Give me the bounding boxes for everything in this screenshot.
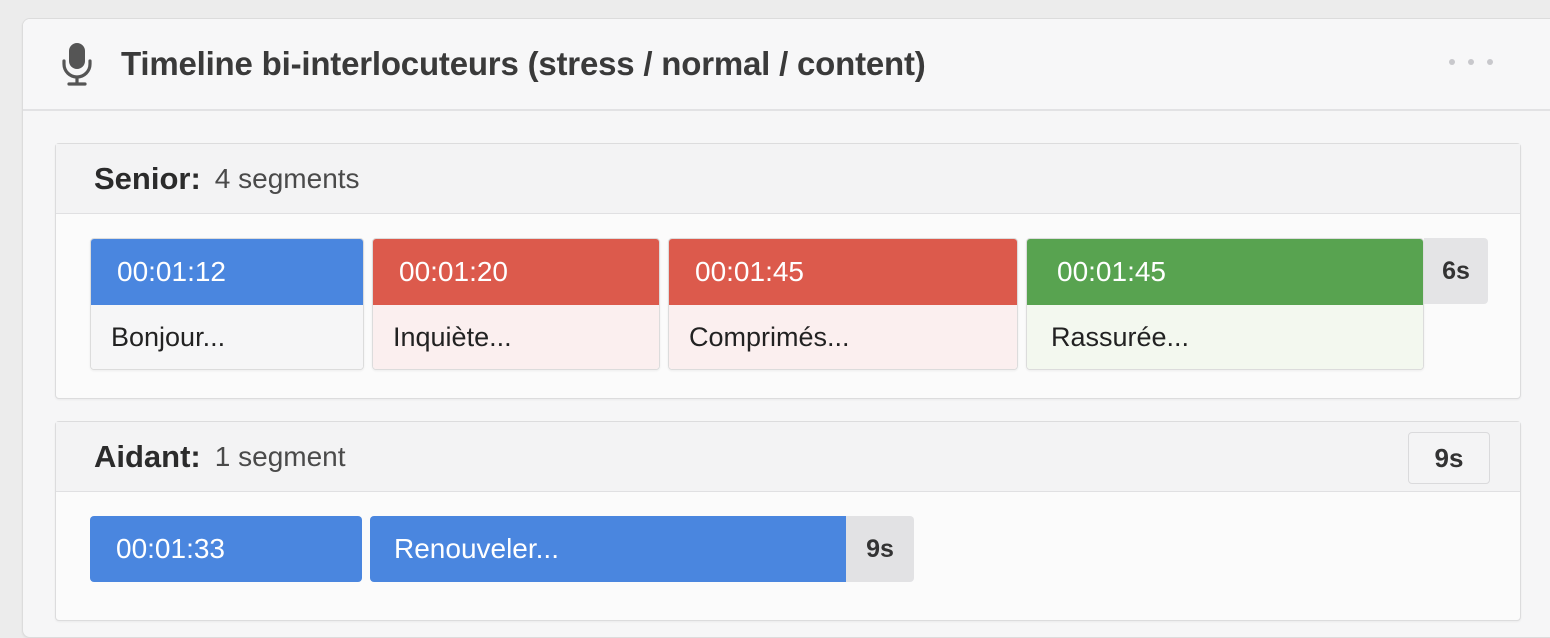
segment-time: 00:01:12 [91,239,363,305]
timeline-panel: Timeline bi-interlocuteurs (stress / nor… [22,18,1550,638]
segment-text[interactable]: Renouveler... [370,516,846,582]
segment-card[interactable]: 00:01:12 Bonjour... [90,238,364,370]
segment-count: 4 segments [214,162,360,194]
more-horizontal-icon[interactable] [1449,59,1493,65]
speaker-senior: Senior: 4 segments 00:01:12 Bonjour... 0… [55,143,1521,399]
microphone-icon [62,43,92,86]
segment-card[interactable]: 00:01:45 Comprimés... [668,238,1018,370]
segment-time: 00:01:45 [1027,239,1423,305]
segment-text: Comprimés... [669,305,1017,369]
segment-text: Rassurée... [1027,305,1423,369]
segment-time[interactable]: 00:01:33 [90,516,362,582]
panel-title: Timeline bi-interlocuteurs (stress / nor… [121,45,926,82]
segment-card[interactable]: 00:01:20 Inquiète... [372,238,660,370]
panel-header: Timeline bi-interlocuteurs (stress / nor… [23,19,1550,111]
speaker-header: Aidant: 1 segment 9s [56,422,1520,492]
speaker-name: Aidant: [94,438,201,474]
segment-time: 00:01:45 [669,239,1017,305]
segment-card[interactable]: 00:01:45 Rassurée... [1026,238,1424,370]
duration-badge: 9s [1408,432,1490,484]
speaker-name: Senior: [94,160,201,196]
duration-tag: 6s [1424,238,1488,304]
segment-text: Bonjour... [91,305,363,369]
segment-time: 00:01:20 [373,239,659,305]
segment-text: Inquiète... [373,305,659,369]
speaker-aidant: Aidant: 1 segment 9s 00:01:33 Renouveler… [55,421,1521,621]
segment-count: 1 segment [214,440,346,472]
speaker-header: Senior: 4 segments [56,144,1520,214]
duration-tag: 9s [846,516,914,582]
